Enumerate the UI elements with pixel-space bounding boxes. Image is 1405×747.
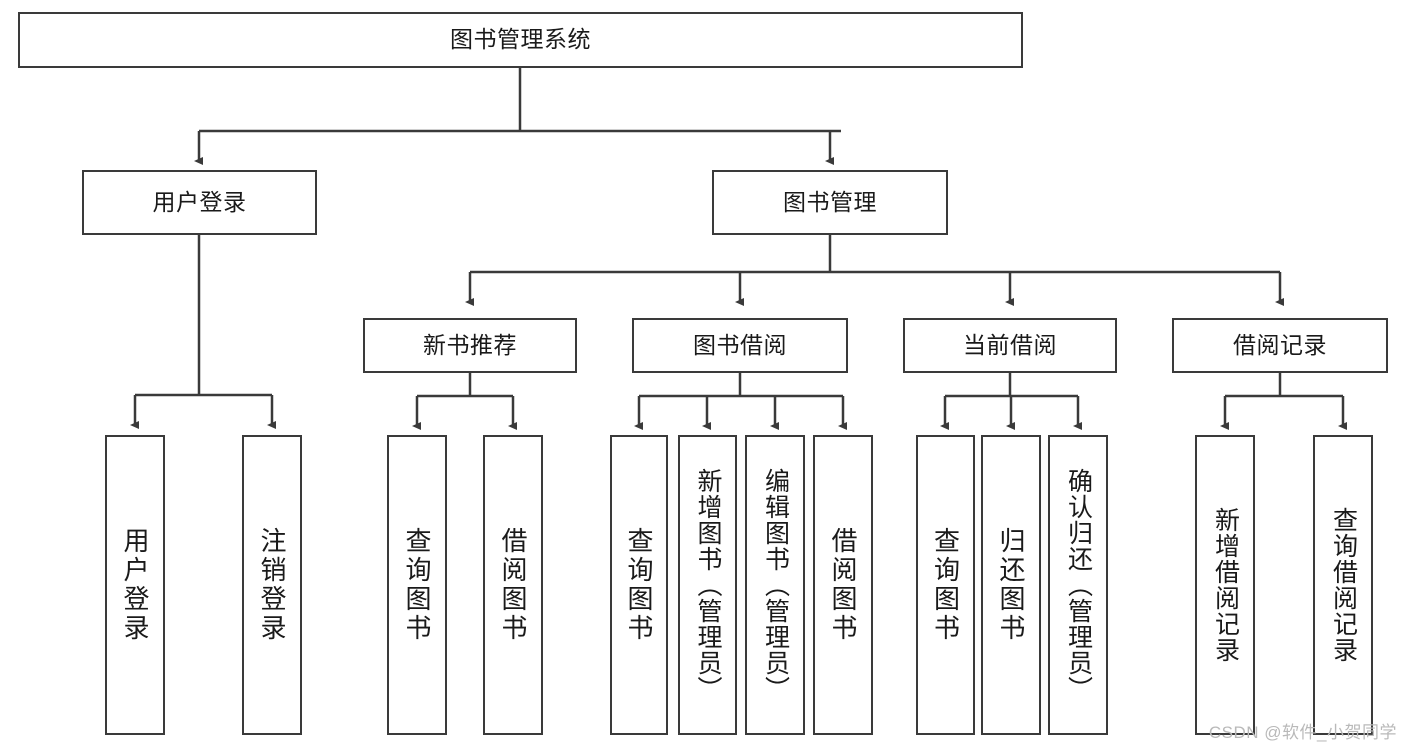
node-book-manage[interactable]: 图书管理: [712, 170, 948, 235]
node-leaf-add-borrow-record-label: 新增借阅记录: [1211, 507, 1240, 663]
node-leaf-return-book[interactable]: 归还图书: [981, 435, 1041, 735]
node-leaf-borrow-book-nb[interactable]: 借阅图书: [483, 435, 543, 735]
node-leaf-user-login[interactable]: 用户登录: [105, 435, 165, 735]
node-leaf-edit-book-admin[interactable]: 编辑图书（管理员）: [745, 435, 805, 735]
node-book-manage-label: 图书管理: [783, 188, 877, 215]
node-leaf-logout[interactable]: 注销登录: [242, 435, 302, 735]
watermark-text: CSDN @软件_小贺同学: [1208, 723, 1397, 742]
node-leaf-query-book-bb[interactable]: 查询图书: [610, 435, 668, 735]
node-leaf-borrow-book-bb-label: 借阅图书: [828, 527, 859, 643]
node-leaf-query-book-nb-label: 查询图书: [402, 527, 433, 643]
node-leaf-confirm-return-admin[interactable]: 确认归还（管理员）: [1048, 435, 1108, 735]
node-leaf-confirm-return-admin-label: 确认归还（管理员）: [1064, 468, 1093, 702]
node-root-label: 图书管理系统: [450, 26, 591, 53]
node-leaf-query-book-cb[interactable]: 查询图书: [916, 435, 975, 735]
node-borrow-record-label: 借阅记录: [1233, 331, 1327, 358]
node-new-book-recommend[interactable]: 新书推荐: [363, 318, 577, 373]
node-new-book-recommend-label: 新书推荐: [423, 331, 517, 358]
node-leaf-add-borrow-record[interactable]: 新增借阅记录: [1195, 435, 1255, 735]
node-current-borrow[interactable]: 当前借阅: [903, 318, 1117, 373]
node-leaf-user-login-label: 用户登录: [120, 527, 151, 643]
node-current-borrow-label: 当前借阅: [963, 331, 1057, 358]
node-leaf-edit-book-admin-label: 编辑图书（管理员）: [761, 468, 790, 702]
node-leaf-borrow-book-nb-label: 借阅图书: [498, 527, 529, 643]
node-user-login[interactable]: 用户登录: [82, 170, 317, 235]
node-leaf-query-book-cb-label: 查询图书: [930, 527, 961, 643]
node-leaf-add-book-admin[interactable]: 新增图书（管理员）: [678, 435, 737, 735]
node-user-login-label: 用户登录: [152, 188, 247, 215]
node-leaf-add-book-admin-label: 新增图书（管理员）: [694, 468, 722, 702]
node-book-borrow-label: 图书借阅: [693, 331, 787, 358]
node-leaf-return-book-label: 归还图书: [996, 527, 1027, 643]
node-leaf-query-borrow-record[interactable]: 查询借阅记录: [1313, 435, 1373, 735]
node-leaf-query-borrow-record-label: 查询借阅记录: [1329, 507, 1358, 663]
node-leaf-query-book-bb-label: 查询图书: [624, 527, 655, 643]
node-leaf-query-book-nb[interactable]: 查询图书: [387, 435, 447, 735]
node-book-borrow[interactable]: 图书借阅: [632, 318, 848, 373]
node-leaf-borrow-book-bb[interactable]: 借阅图书: [813, 435, 873, 735]
node-leaf-logout-label: 注销登录: [257, 527, 288, 643]
node-root[interactable]: 图书管理系统: [18, 12, 1023, 68]
node-borrow-record[interactable]: 借阅记录: [1172, 318, 1388, 373]
